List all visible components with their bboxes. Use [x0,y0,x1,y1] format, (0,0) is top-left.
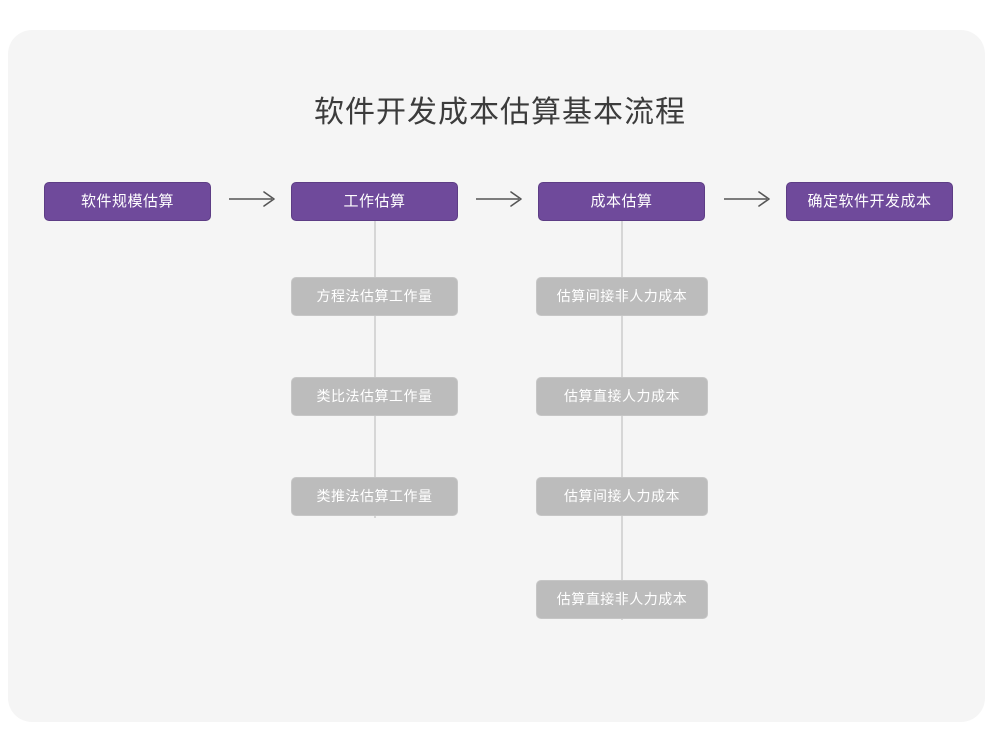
substep-box-column2-3[interactable]: 类推法估算工作量 [291,477,458,516]
stage-box-cost-estimation[interactable]: 成本估算 [538,182,705,221]
substep-box-column3-1[interactable]: 估算间接非人力成本 [536,277,708,316]
connector-line-column-2 [374,215,376,518]
arrow-right-icon-2 [474,188,526,210]
stage-box-software-scale-estimation[interactable]: 软件规模估算 [44,182,211,221]
substep-box-column2-1[interactable]: 方程法估算工作量 [291,277,458,316]
substep-box-column3-2[interactable]: 估算直接人力成本 [536,377,708,416]
substep-box-column3-4[interactable]: 估算直接非人力成本 [536,580,708,619]
diagram-card [8,30,985,722]
arrow-right-icon-3 [722,188,774,210]
arrow-right-icon-1 [227,188,279,210]
stage-box-effort-estimation[interactable]: 工作估算 [291,182,458,221]
page-title: 软件开发成本估算基本流程 [314,96,686,129]
stage-box-determine-development-cost[interactable]: 确定软件开发成本 [786,182,953,221]
substep-box-column3-3[interactable]: 估算间接人力成本 [536,477,708,516]
connector-line-column-3 [621,215,623,620]
substep-box-column2-2[interactable]: 类比法估算工作量 [291,377,458,416]
